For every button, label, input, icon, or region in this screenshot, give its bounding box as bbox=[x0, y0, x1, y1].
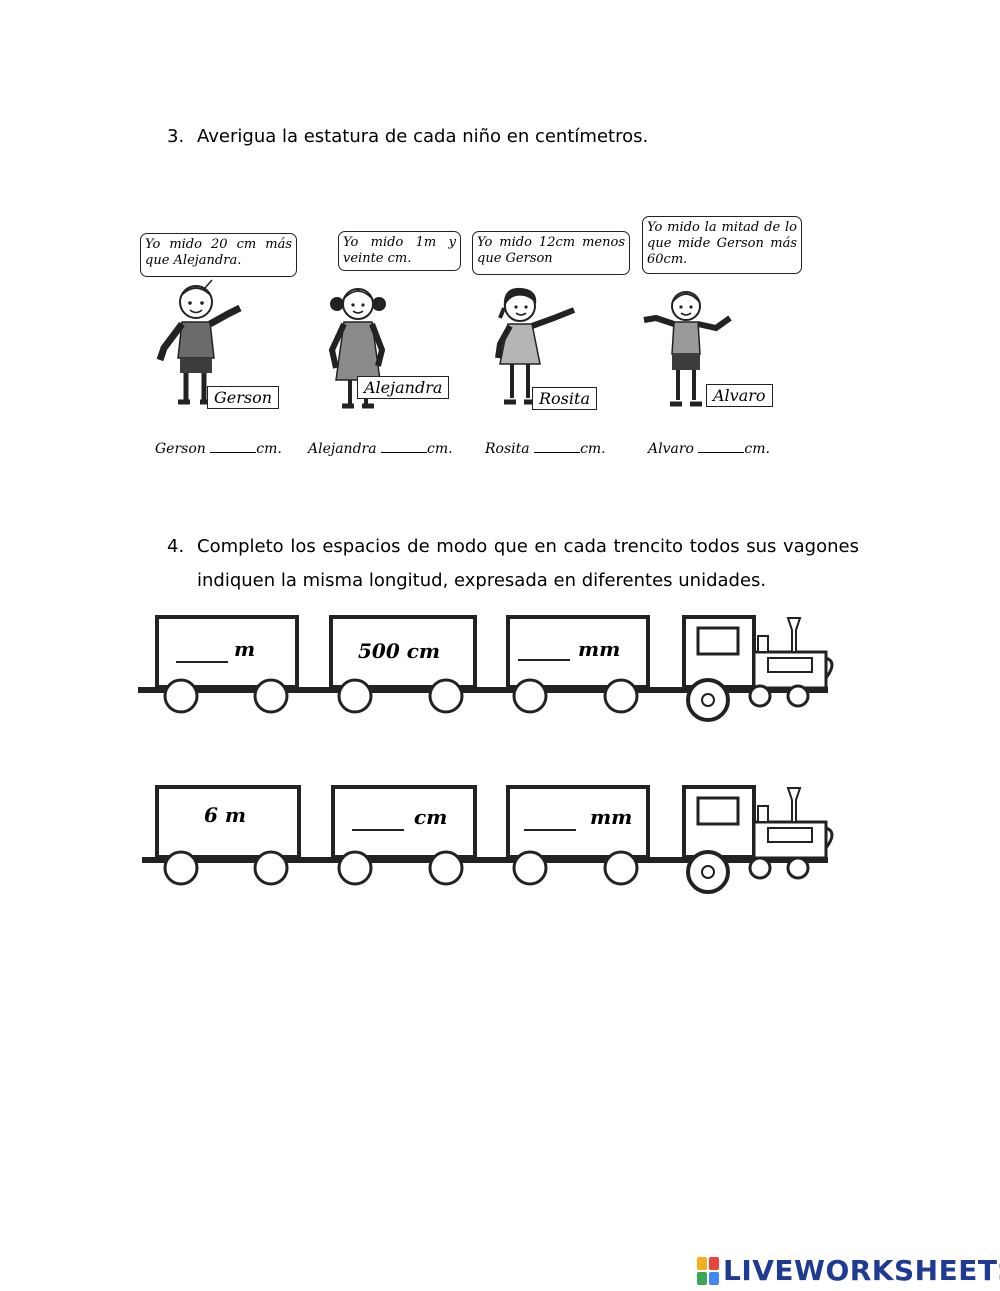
question-4: 4. Completo los espacios de modo que en … bbox=[167, 530, 859, 598]
wheel-icon bbox=[428, 850, 464, 886]
boy-gerson-illustration bbox=[156, 279, 242, 405]
wheel-icon bbox=[512, 678, 548, 714]
question-3-text: Averigua la estatura de cada niño en cen… bbox=[197, 126, 649, 147]
wagon-1-label: m bbox=[234, 637, 255, 661]
answer-unit: cm. bbox=[427, 441, 453, 457]
locomotive-icon bbox=[682, 615, 834, 722]
wagon-1-label: 6 m bbox=[204, 803, 246, 827]
train-2: 6 m cm mm bbox=[142, 785, 834, 894]
wagon-3 bbox=[506, 615, 650, 689]
wheel-icon bbox=[512, 850, 548, 886]
wagon-1 bbox=[155, 615, 299, 689]
wheel-icon bbox=[603, 678, 639, 714]
wheel-icon bbox=[253, 850, 289, 886]
wheel-icon bbox=[253, 678, 289, 714]
wheel-icon bbox=[163, 850, 199, 886]
answer-line-alvaro: Alvaro cm. bbox=[648, 440, 770, 457]
question-3-number: 3. bbox=[167, 126, 185, 147]
answer-label: Gerson bbox=[155, 441, 206, 457]
wagon-1 bbox=[155, 785, 301, 859]
wagon-3-label: mm bbox=[578, 637, 620, 661]
name-label-alvaro: Alvaro bbox=[706, 384, 773, 407]
answer-unit: cm. bbox=[256, 441, 282, 457]
answer-unit: cm. bbox=[580, 441, 606, 457]
wheel-icon bbox=[337, 850, 373, 886]
question-4-text: Completo los espacios de modo que en cad… bbox=[197, 536, 859, 591]
answer-label: Alvaro bbox=[648, 441, 694, 457]
locomotive-icon bbox=[682, 785, 834, 894]
wagon-3-label: mm bbox=[590, 805, 632, 829]
wheel-icon bbox=[603, 850, 639, 886]
speech-bubble-gerson: Yo mido 20 cm más que Alejandra. bbox=[140, 233, 297, 277]
answer-blank-alejandra[interactable] bbox=[381, 440, 428, 453]
wagon-2 bbox=[331, 785, 477, 859]
answer-blank-alvaro[interactable] bbox=[698, 440, 745, 453]
name-label-rosita: Rosita bbox=[532, 387, 597, 410]
question-4-number: 4. bbox=[167, 536, 185, 557]
wheel-icon bbox=[337, 678, 373, 714]
speech-bubble-alvaro: Yo mido la mitad de lo que mide Gerson m… bbox=[642, 216, 802, 274]
wagon-2 bbox=[329, 615, 477, 689]
answer-label: Rosita bbox=[485, 441, 530, 457]
name-label-gerson: Gerson bbox=[207, 386, 280, 409]
liveworksheets-logo: LIVEWORKSHEETS bbox=[697, 1254, 1000, 1287]
name-label-alejandra: Alejandra bbox=[357, 376, 450, 399]
wheel-icon bbox=[163, 678, 199, 714]
answer-blank-rosita[interactable] bbox=[534, 440, 581, 453]
wagon-2-label: 500 cm bbox=[358, 639, 440, 663]
wagon-3 bbox=[506, 785, 650, 859]
wheel-icon bbox=[428, 678, 464, 714]
girl-alejandra-illustration bbox=[328, 288, 386, 409]
answer-line-alejandra: Alejandra cm. bbox=[308, 440, 453, 457]
answer-blank-gerson[interactable] bbox=[210, 440, 257, 453]
liveworksheets-logo-icon bbox=[697, 1256, 719, 1285]
boy-alvaro-illustration bbox=[643, 291, 732, 407]
train-1: m 500 cm mm bbox=[138, 615, 834, 722]
answer-unit: cm. bbox=[744, 441, 770, 457]
liveworksheets-logo-text: LIVEWORKSHEETS bbox=[723, 1254, 1000, 1287]
speech-bubble-alejandra: Yo mido 1m y veinte cm. bbox=[338, 231, 461, 271]
answer-line-gerson: Gerson cm. bbox=[155, 440, 282, 457]
answer-line-rosita: Rosita cm. bbox=[485, 440, 606, 457]
wagon-2-label: cm bbox=[414, 805, 447, 829]
speech-bubble-rosita: Yo mido 12cm menos que Gerson bbox=[472, 231, 630, 275]
answer-label: Alejandra bbox=[308, 441, 377, 457]
